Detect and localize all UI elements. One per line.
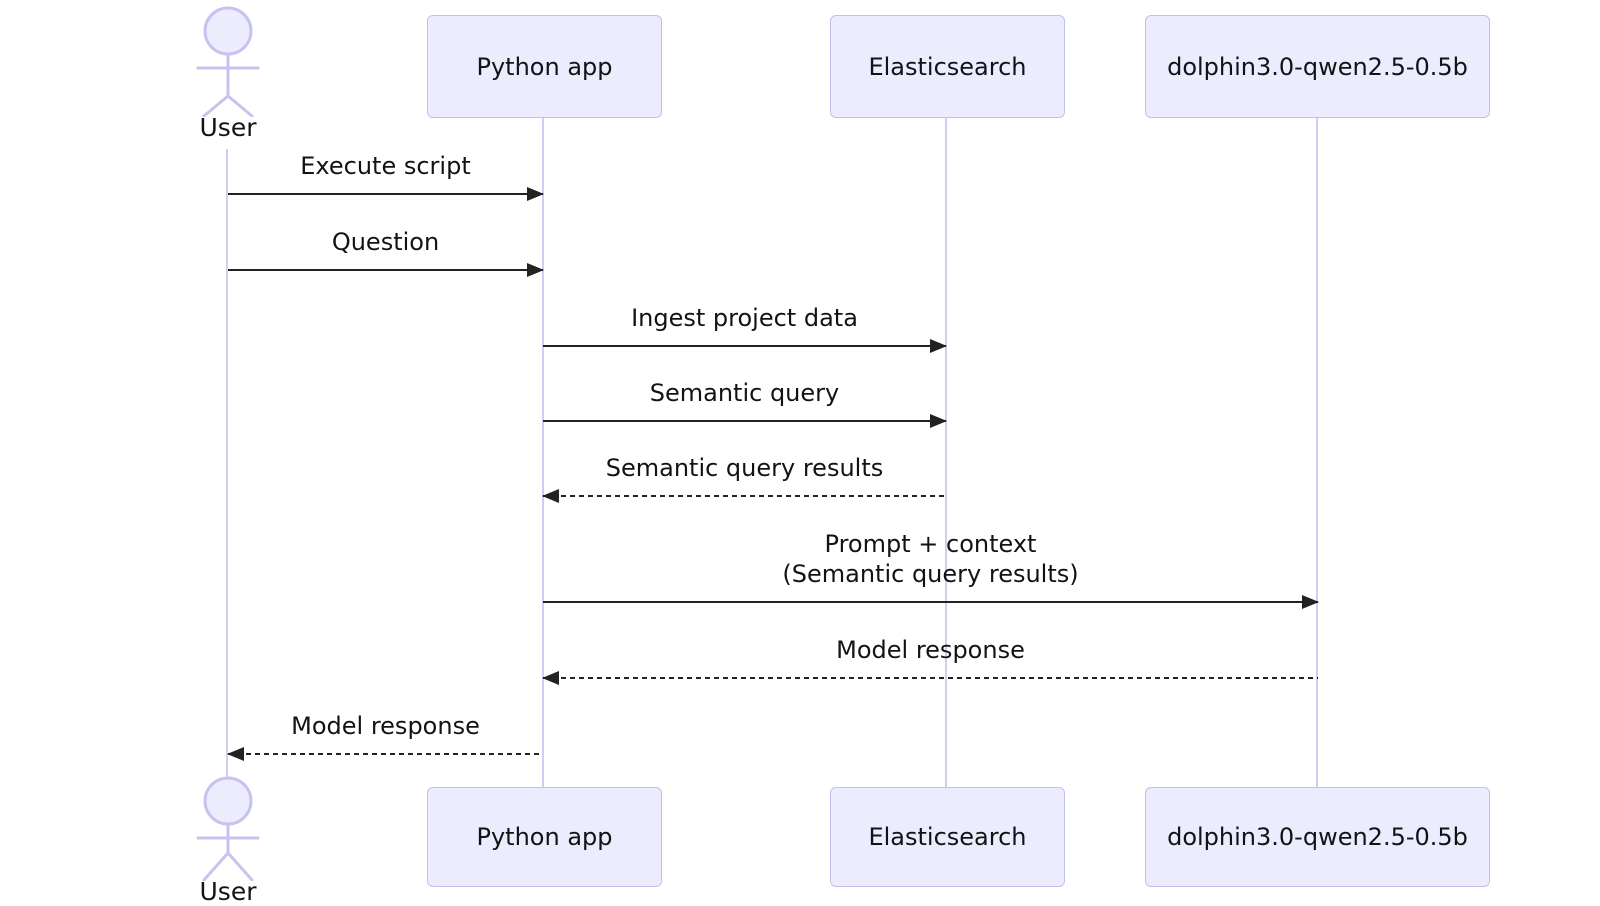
message-arrow xyxy=(227,747,543,761)
arrowhead-icon xyxy=(542,671,559,685)
message-arrow xyxy=(543,595,1319,609)
message-arrow xyxy=(542,489,946,503)
lifeline-dolphin-model xyxy=(1316,118,1318,787)
participant-label: Python app xyxy=(476,823,613,851)
actor-label-user-top: User xyxy=(199,113,257,142)
message-arrow xyxy=(543,414,947,428)
lifeline-elasticsearch xyxy=(945,118,947,787)
arrowhead-icon xyxy=(930,414,947,428)
message-model-response-to-user: Model response xyxy=(227,699,543,761)
participant-label: dolphin3.0-qwen2.5-0.5b xyxy=(1167,823,1468,851)
lifeline-user xyxy=(226,149,228,777)
participant-label: Elasticsearch xyxy=(868,52,1027,81)
user-actor-icon-bottom xyxy=(196,776,260,881)
message-label: Model response xyxy=(291,712,480,740)
message-question: Question xyxy=(228,215,544,277)
actor-label-user-bottom: User xyxy=(199,877,257,906)
participant-python-app-bottom: Python app xyxy=(427,787,662,887)
message-label: Semantic query results xyxy=(605,454,884,482)
participant-elasticsearch-bottom: Elasticsearch xyxy=(830,787,1065,887)
message-label: Semantic query xyxy=(649,379,840,407)
arrowhead-icon xyxy=(227,747,244,761)
message-arrow xyxy=(542,671,1318,685)
arrowhead-icon xyxy=(930,339,947,353)
participant-python-app-top: Python app xyxy=(427,15,662,118)
message-label: Ingest project data xyxy=(631,304,858,332)
participant-label: Python app xyxy=(476,52,613,81)
message-label: Execute script xyxy=(300,152,471,180)
message-arrow xyxy=(228,263,544,277)
message-arrow xyxy=(543,339,947,353)
user-actor-icon-top xyxy=(196,6,260,117)
arrowhead-icon xyxy=(527,187,544,201)
message-ingest-project-data: Ingest project data xyxy=(543,291,947,353)
lifeline-python-app xyxy=(542,118,544,787)
participant-dolphin-model-top: dolphin3.0-qwen2.5-0.5b xyxy=(1145,15,1490,118)
arrowhead-icon xyxy=(1302,595,1319,609)
message-label: Prompt + context (Semantic query results… xyxy=(782,530,1079,588)
participant-label: dolphin3.0-qwen2.5-0.5b xyxy=(1167,52,1468,81)
message-semantic-query: Semantic query xyxy=(543,366,947,428)
participant-elasticsearch-top: Elasticsearch xyxy=(830,15,1065,118)
message-label: Question xyxy=(331,228,440,256)
message-label: Model response xyxy=(836,636,1025,664)
arrowhead-icon xyxy=(542,489,559,503)
message-arrow xyxy=(228,187,544,201)
message-prompt-plus-context: Prompt + context (Semantic query results… xyxy=(543,515,1319,609)
arrowhead-icon xyxy=(527,263,544,277)
message-semantic-query-results: Semantic query results xyxy=(542,441,946,503)
message-execute-script: Execute script xyxy=(228,139,544,201)
message-model-response-to-app: Model response xyxy=(542,623,1318,685)
participant-label: Elasticsearch xyxy=(868,823,1027,851)
participant-dolphin-model-bottom: dolphin3.0-qwen2.5-0.5b xyxy=(1145,787,1490,887)
